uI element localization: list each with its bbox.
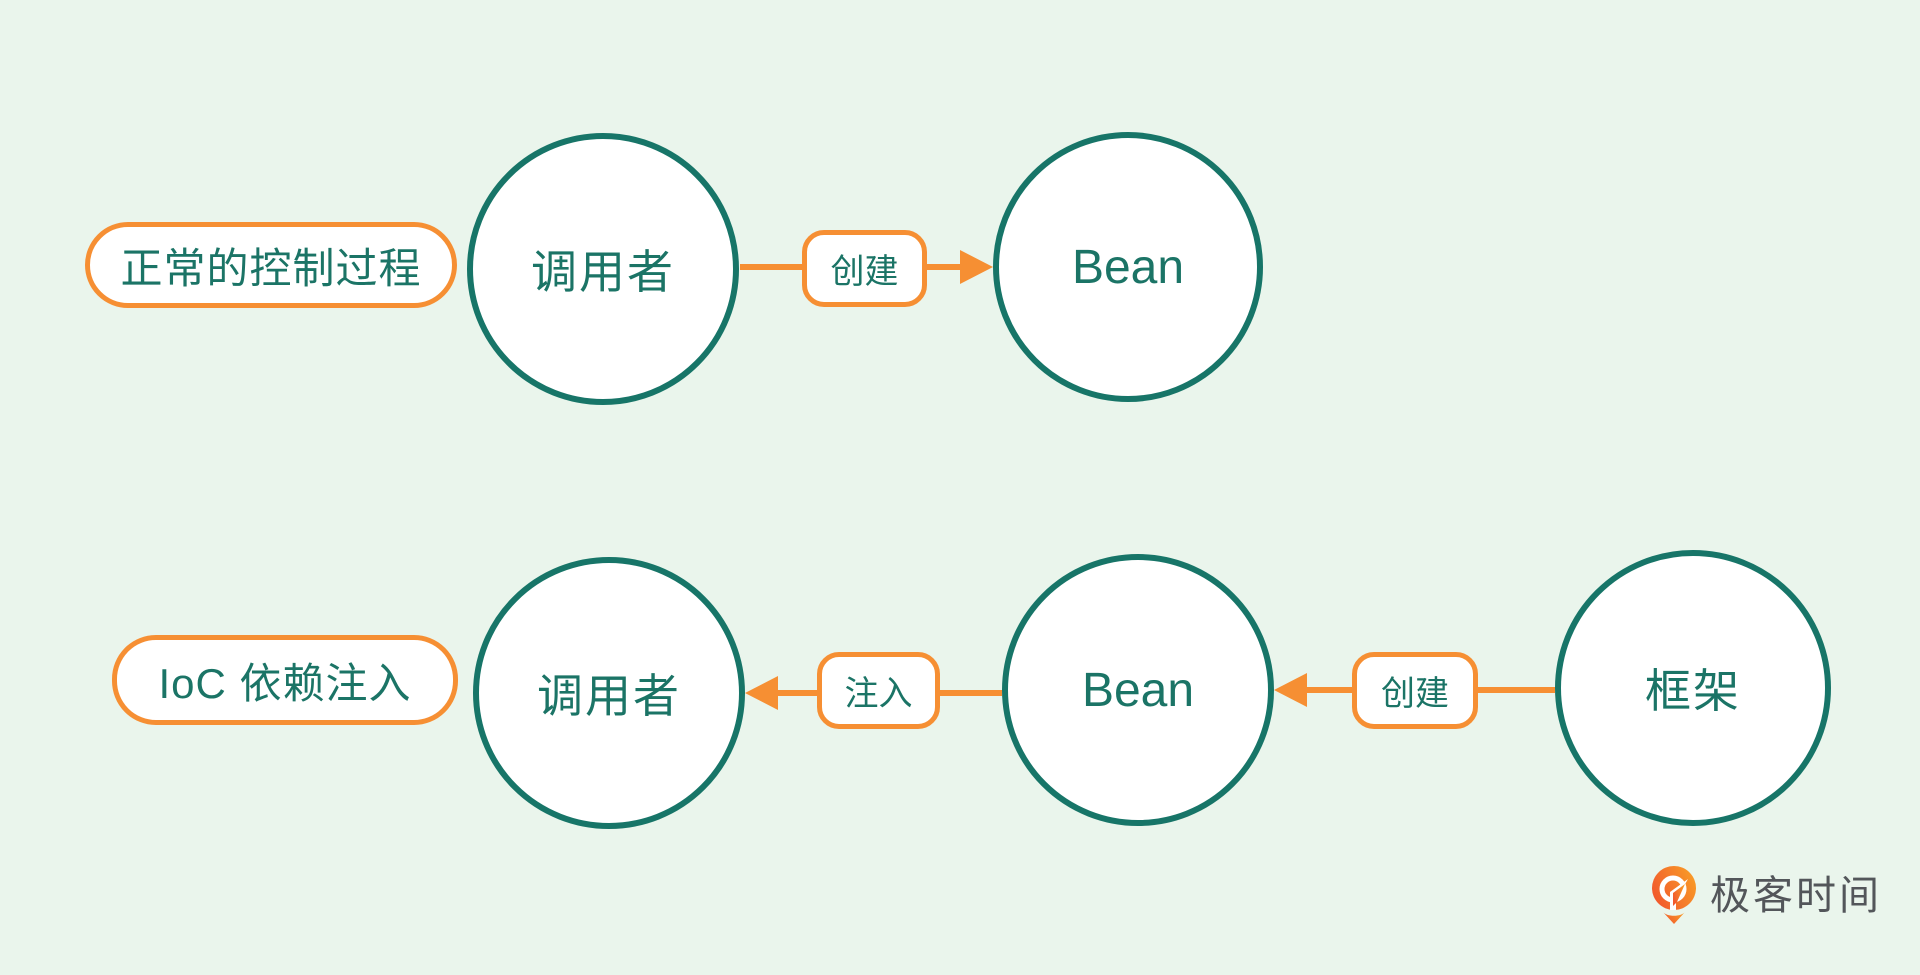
- row2-caller-node: 调用者: [473, 557, 745, 829]
- row2-inject-edge-line-right: [940, 690, 1002, 696]
- geektime-logo-text: 极客时间: [1710, 874, 1882, 918]
- row2-create-edge-line-right: [1478, 687, 1555, 693]
- geektime-logo: 极客时间: [1650, 866, 1882, 926]
- row2-create-arrow-left-icon: [1274, 673, 1307, 707]
- row1-caller-node: 调用者: [467, 133, 739, 405]
- row2-bean-node: Bean: [1002, 554, 1274, 826]
- row2-inject-edge-label: 注入: [817, 652, 940, 729]
- row2-create-edge-label: 创建: [1352, 652, 1478, 729]
- row1-create-edge-line-left: [740, 264, 804, 270]
- row1-label: 正常的控制过程: [85, 222, 457, 308]
- row2-inject-edge-line-left: [778, 690, 818, 696]
- row1-bean-node: Bean: [993, 132, 1263, 402]
- row2-framework-node: 框架: [1555, 550, 1831, 826]
- row1-arrow-right-icon: [960, 250, 993, 284]
- row2-label: IoC 依赖注入: [112, 635, 458, 725]
- row1-create-edge-line-right: [927, 264, 961, 270]
- row2-create-edge-line-left: [1307, 687, 1352, 693]
- row2-inject-arrow-left-icon: [745, 676, 778, 710]
- row1-create-edge-label: 创建: [802, 230, 927, 307]
- geektime-pin-icon: [1652, 866, 1696, 924]
